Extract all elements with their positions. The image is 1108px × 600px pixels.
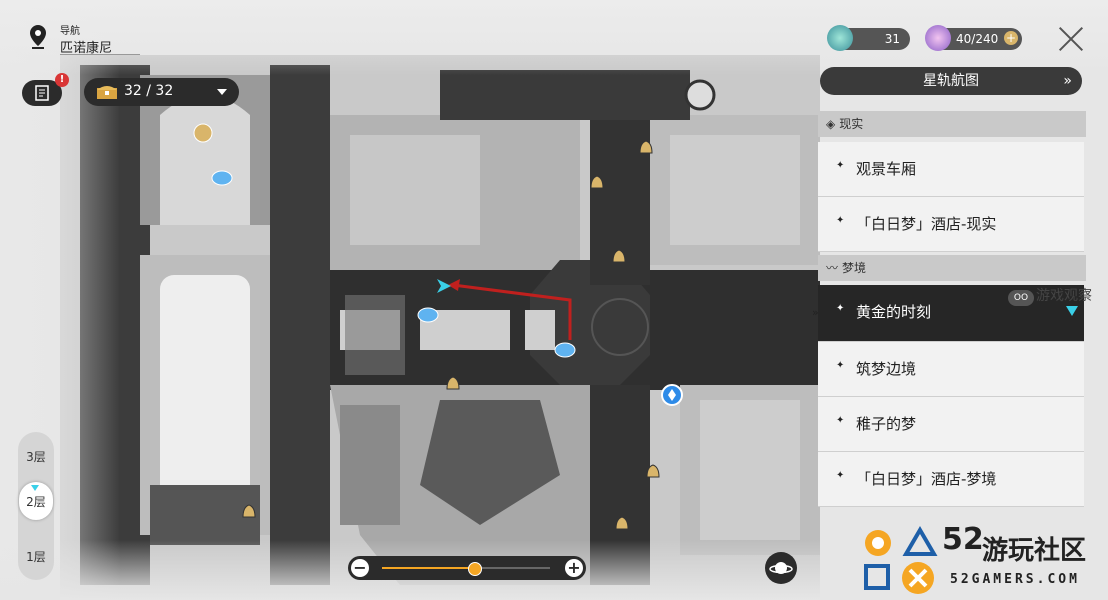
zoom-control: − + [348, 556, 586, 580]
header-divider [60, 54, 140, 55]
location-name: 观景车厢 [856, 160, 917, 178]
watermark-52: 52 [942, 522, 984, 557]
location-item-golden-hour[interactable]: ✦ 黄金的时刻 [818, 285, 1084, 342]
chest-count: 32 / 32 [124, 83, 174, 99]
treasure-marker-icon[interactable] [192, 122, 214, 144]
zoom-slider[interactable] [382, 562, 550, 576]
watermark-52gamers: 52 游玩社区 52GAMERS.COM [860, 522, 1108, 600]
zoom-slider-handle[interactable] [468, 562, 483, 576]
star-bullet-icon: ✦ [836, 360, 845, 371]
double-chevron-right-icon: » [1063, 73, 1072, 89]
watermark-cn: 游玩社区 [982, 536, 1087, 566]
dream-wave-icon: 〰 [826, 261, 839, 275]
map-viewport[interactable] [60, 55, 820, 600]
eye-icon: ◈ [826, 117, 836, 131]
treasure-chest-icon [97, 86, 117, 99]
floor-1-button[interactable]: 1层 [26, 550, 46, 564]
planet-icon [769, 562, 793, 574]
zoom-out-button[interactable]: − [351, 559, 369, 577]
floor-selector: 3层 2层 1层 [18, 432, 54, 580]
location-name: 稚子的梦 [856, 415, 917, 433]
section-title: 梦境 [842, 261, 867, 275]
location-item-childs-dream[interactable]: ✦ 稚子的梦 [818, 397, 1084, 452]
watermark-text: 游戏观察 [1036, 288, 1092, 304]
bell-icon[interactable] [444, 375, 462, 395]
location-item-observation-car[interactable]: ✦ 观景车厢 [818, 142, 1084, 197]
nav-label: 导航 [60, 26, 80, 37]
location-name: 筑梦边境 [856, 360, 917, 378]
star-bullet-icon: ✦ [836, 415, 845, 426]
section-header-reality: ◈现实 [818, 111, 1086, 137]
reserve-power-counter[interactable]: 40/240 + [925, 25, 1022, 51]
dropdown-caret-icon [217, 89, 227, 95]
current-world-name: 匹诺康尼 [60, 41, 113, 56]
close-icon[interactable] [1058, 26, 1084, 52]
ps-buttons-logo-icon [864, 526, 938, 594]
location-item-reverie-hotel-reality[interactable]: ✦ 「白日梦」酒店-现实 [818, 197, 1084, 252]
map-floorplan [60, 55, 820, 600]
current-floor-marker-icon [31, 485, 39, 491]
mission-log-button[interactable] [22, 80, 62, 106]
warp-trotter-icon[interactable] [210, 168, 234, 188]
add-power-button[interactable]: + [1004, 31, 1018, 45]
floor-3-button[interactable]: 3层 [26, 450, 46, 464]
current-location-marker-icon [1066, 306, 1078, 316]
bell-icon[interactable] [588, 174, 606, 194]
star-bullet-icon: ✦ [836, 470, 845, 481]
star-rail-map-label: 星轨航图 [923, 73, 979, 89]
watermark-en: 52GAMERS.COM [950, 572, 1080, 587]
star-bullet-icon: ✦ [836, 303, 845, 314]
bell-icon[interactable] [613, 515, 631, 535]
star-rail-map-button[interactable]: 星轨航图 » [820, 67, 1082, 95]
warp-trotter-icon[interactable] [416, 305, 440, 325]
watermark-eye-icon: OO [1008, 290, 1034, 306]
document-icon [35, 85, 49, 101]
selection-indicator-icon: » [812, 306, 819, 319]
reserve-power-value: 40/240 [956, 32, 999, 46]
location-name: 「白日梦」酒店-梦境 [856, 470, 997, 488]
trailblaze-power-icon [827, 25, 853, 51]
location-item-reverie-hotel-dreamscape[interactable]: ✦ 「白日梦」酒店-梦境 [818, 452, 1084, 507]
recenter-button[interactable] [765, 552, 797, 584]
zoom-in-button[interactable]: + [565, 559, 583, 577]
star-bullet-icon: ✦ [836, 160, 845, 171]
location-name: 「白日梦」酒店-现实 [856, 215, 997, 233]
section-title: 现实 [839, 117, 864, 131]
section-header-dreamscape: 〰梦境 [818, 255, 1086, 281]
warp-trotter-icon[interactable] [553, 340, 577, 360]
navigation-pin-icon [30, 25, 46, 49]
bell-icon[interactable] [644, 463, 662, 483]
star-bullet-icon: ✦ [836, 215, 845, 226]
bell-icon[interactable] [610, 248, 628, 268]
trailblaze-power-counter[interactable]: 31 [827, 25, 910, 51]
notification-badge: ! [55, 73, 69, 87]
treasure-chest-counter-dropdown[interactable]: 32 / 32 [84, 78, 239, 106]
location-name: 黄金的时刻 [856, 303, 932, 321]
player-location-icon[interactable] [435, 277, 453, 295]
trailblaze-power-value: 31 [884, 32, 900, 46]
bell-icon[interactable] [240, 503, 258, 523]
reserve-power-icon [925, 25, 951, 51]
space-anchor-icon[interactable] [660, 383, 684, 407]
location-item-dream-edge[interactable]: ✦ 筑梦边境 [818, 342, 1084, 397]
bell-icon[interactable] [637, 139, 655, 159]
